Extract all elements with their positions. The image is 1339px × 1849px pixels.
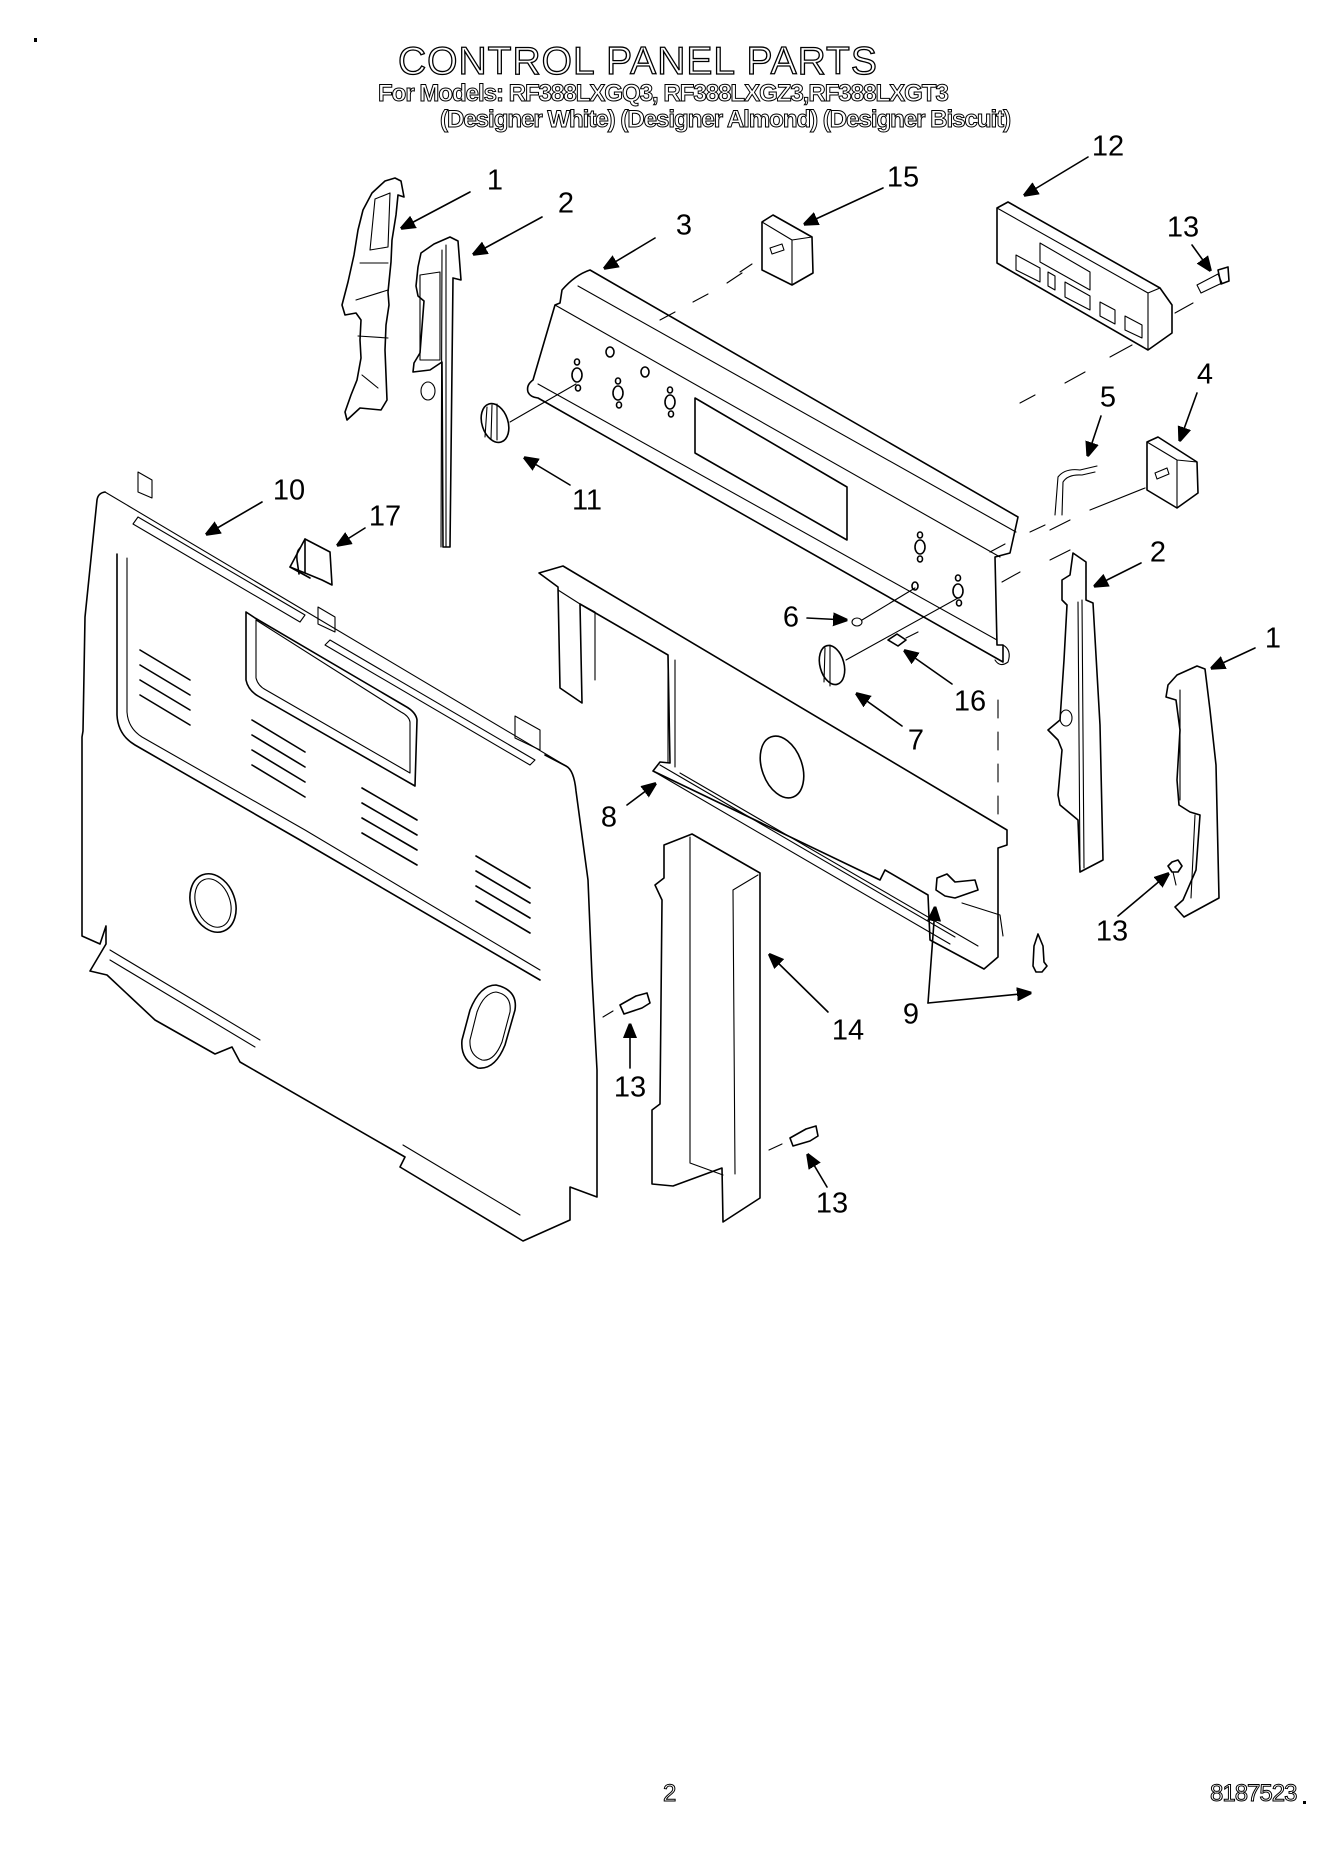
part-16-screw xyxy=(887,631,919,647)
callout-4: 4 xyxy=(1196,358,1214,391)
part-6-screw xyxy=(851,587,916,627)
callout-2-right: 2 xyxy=(1149,536,1167,569)
document-number: 8187523 xyxy=(1209,1780,1297,1808)
callout-11: 11 xyxy=(571,484,603,517)
part-3-control-console xyxy=(526,269,1019,666)
callout-13-left: 13 xyxy=(613,1071,647,1104)
page-title: CONTROL PANEL PARTS xyxy=(397,39,878,83)
callout-1-left: 1 xyxy=(486,164,504,197)
callout-8: 8 xyxy=(600,801,618,834)
part-15-switch xyxy=(739,214,814,286)
part-13-screw-top xyxy=(1174,266,1230,314)
variants-line: (Designer White) (Designer Almond) (Desi… xyxy=(439,106,1011,134)
part-8-console-support xyxy=(538,565,1008,970)
document-number-dot xyxy=(1303,1801,1306,1804)
part-2-side-bracket-right xyxy=(1047,552,1104,873)
corner-mark xyxy=(34,38,37,42)
callout-13-right: 13 xyxy=(1095,915,1129,948)
part-1-side-trim-right xyxy=(1165,665,1220,918)
part-1-side-trim-left xyxy=(341,177,405,421)
callout-1-right: 1 xyxy=(1264,622,1282,655)
callout-15: 15 xyxy=(886,161,920,194)
callout-9: 9 xyxy=(902,998,920,1031)
callout-13-top-right: 13 xyxy=(1166,211,1200,244)
part-13-screw-left xyxy=(602,992,651,1018)
part-17-clip xyxy=(289,538,333,586)
callout-10: 10 xyxy=(272,474,306,507)
part-9-screws xyxy=(935,873,1048,973)
part-4-switch xyxy=(1049,436,1199,531)
callout-2-left: 2 xyxy=(557,187,575,220)
part-2-side-bracket-left xyxy=(412,236,462,548)
callout-3: 3 xyxy=(675,209,693,242)
part-10-rear-panel xyxy=(81,471,598,1242)
callout-7: 7 xyxy=(907,724,925,757)
callout-17: 17 xyxy=(368,500,402,533)
leader-arrows xyxy=(207,156,1256,1188)
part-5-wire-harness xyxy=(1054,465,1098,516)
part-13-screw-right xyxy=(1167,859,1183,886)
part-11-knob xyxy=(480,383,577,444)
callout-6: 6 xyxy=(782,601,800,634)
part-7-knob xyxy=(818,597,959,687)
part-14-channel xyxy=(651,833,761,1223)
models-line: For Models: RF388LXGQ3, RF388LXGZ3,RF388… xyxy=(378,80,950,108)
page-number: 2 xyxy=(662,1780,677,1808)
part-13-screw-bottom xyxy=(768,1125,819,1151)
callout-12: 12 xyxy=(1091,130,1125,163)
callout-5: 5 xyxy=(1099,381,1117,414)
callout-14: 14 xyxy=(831,1014,865,1047)
callout-16: 16 xyxy=(953,685,987,718)
part-12-electronic-control xyxy=(996,201,1173,351)
callout-13-bottom: 13 xyxy=(815,1187,849,1220)
